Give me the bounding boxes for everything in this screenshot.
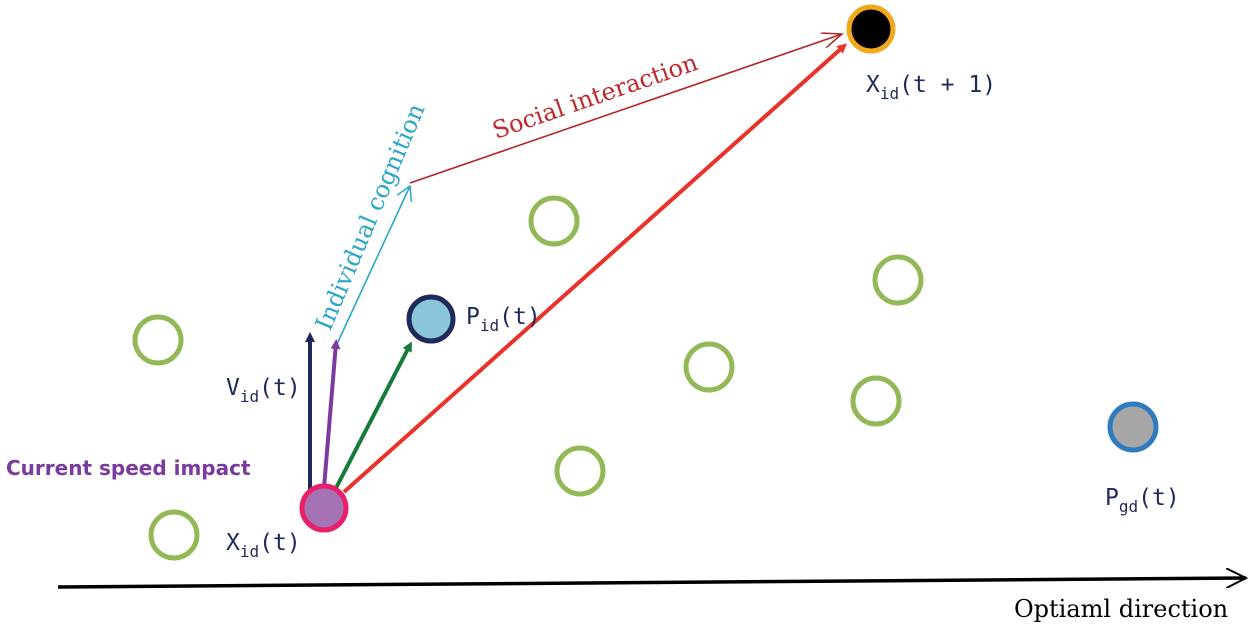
resultant-arrow [342,43,847,494]
optimal-direction-label: Optiaml direction [1014,595,1228,623]
p-gd-t-label: Pgd(t) [1105,485,1180,516]
x-id-t1-label: Xid(t + 1) [866,72,996,103]
neutral-particle [148,509,200,561]
personal-best-arrow [334,341,412,489]
neutral-particle [132,314,184,366]
neutral-particle [850,375,902,427]
x-id-t-label: Xid(t) [226,530,301,561]
next-position-particle [846,4,896,54]
current-speed-impact-label: Current speed impact [6,456,251,480]
global-best-particle [1107,401,1159,453]
personal-best-particle [406,294,456,344]
neutral-particle [872,254,924,306]
current-speed-arrow [322,339,341,489]
individual-cognition-label: Individual cognition [310,99,431,334]
social-interaction-label: Social interaction [489,48,701,144]
neutral-particles [132,195,924,561]
individual-cognition-arrow [336,186,410,345]
p-id-t-label: Pid(t) [466,304,541,335]
v-id-t-label: Vid(t) [226,375,301,406]
neutral-particle [528,195,580,247]
social-interaction-arrow [409,34,842,184]
neutral-particle [554,445,606,497]
neutral-particle [683,341,735,393]
current-particle [299,483,349,533]
optimal-direction-axis [57,578,1246,589]
